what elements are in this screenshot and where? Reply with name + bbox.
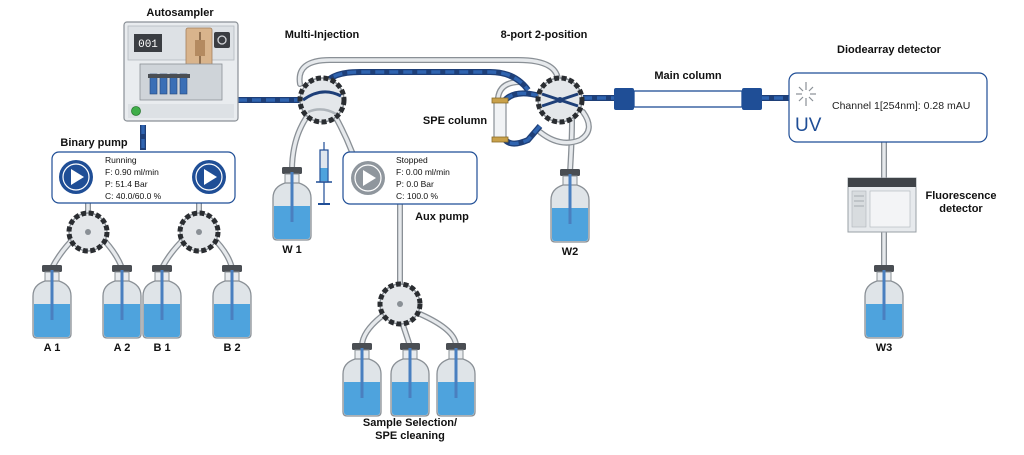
fluorescence-label-line2: detector [939,203,983,215]
spe-column-label: SPE column [423,115,487,127]
bottle-w1[interactable]: W 1 [272,166,312,256]
bottle-w2[interactable]: W2 [550,168,590,258]
bottle-b2[interactable]: B 2 [212,264,252,354]
status-led-icon [131,106,141,116]
dad-channel-readout: Channel 1[254nm]: 0.28 mAU [832,100,970,112]
sample-bottle-2[interactable] [390,342,430,417]
sample-bottle-1[interactable] [342,342,382,417]
aux-pump-flow: F: 0.00 ml/min [396,167,450,177]
aux-pump-composition: C: 100.0 % [396,191,438,201]
binary-pump-flow: F: 0.90 ml/min [105,167,159,177]
power-icon[interactable] [214,32,230,48]
bottle-w3[interactable]: W3 [864,264,904,354]
fluorescence-label-line1: Fluorescence [926,190,997,202]
uv-label: UV [795,115,822,136]
aux-pump-pressure: P: 0.0 Bar [396,179,434,189]
bottle-b1-label: B 1 [153,342,170,354]
bottle-a1-label: A 1 [44,342,61,354]
active-flow-path [140,69,790,150]
bottle-b2-label: B 2 [223,342,240,354]
eight-port-valve-label: 8-port 2-position [501,29,588,41]
bottle-a2[interactable]: A 2 [102,264,142,354]
binary-pump[interactable]: Binary pump Running F: 0.90 ml/min P: 51… [51,137,236,204]
autosampler-label: Autosampler [146,7,214,19]
bottle-w2-label: W2 [562,246,579,258]
autosampler[interactable]: Autosampler 001 [123,7,239,122]
main-column-label: Main column [654,70,722,82]
bottle-a1[interactable]: A 1 [32,264,72,354]
bottle-w1-label: W 1 [282,244,302,256]
eight-port-valve[interactable]: 8-port 2-position [501,29,588,125]
spe-column[interactable]: SPE column [423,97,509,143]
aux-pump[interactable]: Stopped F: 0.00 ml/min P: 0.0 Bar C: 100… [342,151,478,223]
binary-pump-status: Running [105,155,137,165]
sample-selection-label-line1: Sample Selection/ [363,417,457,429]
aux-pump-label: Aux pump [415,211,469,223]
aux-pump-status: Stopped [396,155,428,165]
sample-selection-label-line2: SPE cleaning [375,430,445,442]
dad-label: Diodearray detector [837,44,942,56]
fluorescence-detector[interactable]: Fluorescence detector [847,177,997,233]
diode-array-detector[interactable]: Diodearray detector UV Channel 1[254nm]:… [788,44,988,143]
selection-valve[interactable] [377,281,423,327]
multi-injection-label: Multi-Injection [285,29,360,41]
bottle-b1[interactable]: B 1 [142,264,182,354]
lamp-icon [796,82,816,106]
main-column[interactable]: Main column [614,70,762,110]
binary-pump-composition: C: 40.0/60.0 % [105,191,162,201]
multi-injection-valve[interactable]: Multi-Injection [285,29,360,125]
autosampler-display [134,34,162,52]
bottle-a2-label: A 2 [114,342,131,354]
bottle-w3-label: W3 [876,342,893,354]
proportioning-valve-right[interactable] [177,210,221,254]
binary-pump-label: Binary pump [60,137,128,149]
sample-bottle-3[interactable] [436,342,476,417]
proportioning-valve-left[interactable] [66,210,110,254]
autosampler-display-value: 001 [138,39,158,51]
binary-pump-pressure: P: 51.4 Bar [105,179,148,189]
sample-vials [148,73,190,95]
syringe-icon [316,142,332,205]
